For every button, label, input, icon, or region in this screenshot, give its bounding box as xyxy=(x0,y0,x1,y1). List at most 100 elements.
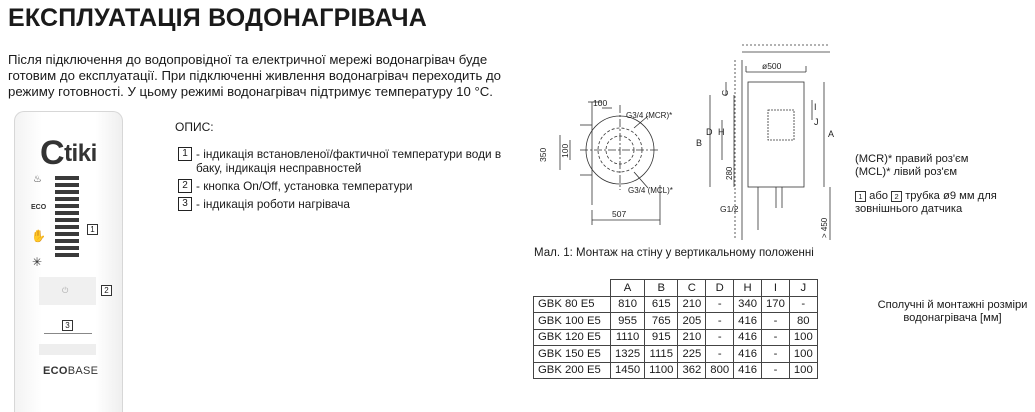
table-cell: 1325 xyxy=(609,345,646,363)
callout-1: 1 xyxy=(87,224,98,235)
table-cell: 100 xyxy=(788,328,818,346)
note-mcl: (MCL)* лівий роз'єм xyxy=(855,166,958,178)
eco-label: ECO xyxy=(31,204,47,211)
opis-heading: ОПИС: xyxy=(175,120,214,134)
table-cell: 205 xyxy=(677,312,707,330)
table-cell: 170 xyxy=(761,295,790,313)
table-cell: 1450 xyxy=(609,361,646,379)
legend-num: 2 xyxy=(178,179,192,193)
heater-indicator-line xyxy=(44,333,92,334)
table-cell: - xyxy=(705,295,735,313)
table-cell: 100 xyxy=(788,361,818,379)
legend-text: - індикація встановленої/фактичної темпе… xyxy=(196,147,502,175)
intro-paragraph: Після підключення до водопровідної та ел… xyxy=(8,52,502,99)
table-cell: 416 xyxy=(733,328,763,346)
callout-3: 3 xyxy=(62,320,73,331)
device-panel: Ctiki ♨ ECO ✋ ✳ 1 ⏻ 2 3 ECOBASE xyxy=(14,111,123,412)
figure-caption: Мал. 1: Монтаж на стіну у вертикальному … xyxy=(534,247,814,259)
legend-num: 3 xyxy=(178,197,192,211)
sensor-num-1: 1 xyxy=(855,191,866,202)
logo-text: tiki xyxy=(64,140,97,167)
table-cell: 1115 xyxy=(644,345,679,363)
top-view xyxy=(559,101,661,225)
connector-notes: (MCR)* правий роз'єм (MCL)* лівий роз'єм xyxy=(855,153,968,179)
table-cell: 225 xyxy=(677,345,707,363)
legend-item: 2 - кнопка On/Off, установка температури xyxy=(178,179,518,193)
dim-100-top: 100 xyxy=(593,98,607,108)
ecobase-brand: ECOBASE xyxy=(43,365,99,377)
header-cell: C xyxy=(677,279,707,297)
header-cell: J xyxy=(788,279,818,297)
table-cell: - xyxy=(705,328,735,346)
model-cell: GBK 80 E5 xyxy=(533,295,611,313)
table-cell: - xyxy=(761,361,790,379)
sensor-num-2: 2 xyxy=(891,191,903,202)
dim-100-side: 100 xyxy=(560,144,570,158)
dim-phi500: ø500 xyxy=(762,61,782,71)
table-cell: 416 xyxy=(733,312,763,330)
header-cell: I xyxy=(761,279,790,297)
dimensions-note: Сполучні й монтажні розміри водонагрівач… xyxy=(877,299,1028,324)
table-cell: - xyxy=(705,345,735,363)
legend-num: 1 xyxy=(178,147,192,161)
table-cell: - xyxy=(761,345,790,363)
table-cell: 362 xyxy=(677,361,707,379)
table-cell: 100 xyxy=(788,345,818,363)
callout-2: 2 xyxy=(101,285,112,296)
table-row: GBK 100 E5 955 765 205 - 416 - 80 xyxy=(533,312,818,330)
dim-i: I xyxy=(814,102,817,112)
table-cell: 1110 xyxy=(609,328,646,346)
table-cell: 800 xyxy=(705,361,735,379)
dim-350: 350 xyxy=(538,148,548,162)
table-row: GBK 150 E5 1325 1115 225 - 416 - 100 xyxy=(533,345,818,363)
legend-item: 3 - індикація роботи нагрівача xyxy=(178,197,518,211)
table-cell: - xyxy=(761,312,790,330)
table-header-row: A B C D H I J xyxy=(534,279,818,297)
tiki-logo: Ctiki xyxy=(40,134,97,172)
sensor-text: трубка ø9 мм для xyxy=(905,190,997,202)
heat-wave-icon: ♨ xyxy=(33,174,42,185)
heater-indicator xyxy=(39,344,96,355)
header-cell: A xyxy=(609,279,646,297)
table-cell: 80 xyxy=(788,312,818,330)
sensor-note: 1 або 2 трубка ø9 мм для зовнішнього дат… xyxy=(855,190,997,216)
dimensions-table: A B C D H I J GBK 80 E5 810 615 210 - 34… xyxy=(533,279,818,379)
page-title: ЕКСПЛУАТАЦІЯ ВОДОНАГРІВАЧА xyxy=(8,4,428,32)
table-cell: 416 xyxy=(733,345,763,363)
sensor-text-2: зовнішнього датчика xyxy=(855,203,963,215)
snowflake-icon: ✳ xyxy=(32,255,43,269)
dim-h: H xyxy=(718,127,725,137)
table-cell: 340 xyxy=(733,295,763,313)
table-cell: 810 xyxy=(609,295,646,313)
dim-j: J xyxy=(814,117,819,127)
side-view xyxy=(709,44,831,240)
table-cell: - xyxy=(705,312,735,330)
legend-text: - кнопка On/Off, установка температури xyxy=(196,179,413,193)
temperature-indicator-bars xyxy=(55,176,79,260)
table-cell: 615 xyxy=(644,295,679,313)
power-icon: ⏻ xyxy=(62,286,69,295)
table-cell: 210 xyxy=(677,328,707,346)
table-cell: 955 xyxy=(609,312,646,330)
dim-a: A xyxy=(828,129,834,139)
table-cell: 765 xyxy=(644,312,679,330)
table-cell: 915 xyxy=(644,328,679,346)
dim-c: C xyxy=(720,90,730,96)
legend-item: 1 - індикація встановленої/фактичної тем… xyxy=(178,147,518,175)
table-cell: 416 xyxy=(733,361,763,379)
table-cell: - xyxy=(761,328,790,346)
label-mcr: G3/4 (MCR)* xyxy=(626,111,672,120)
model-cell: GBK 150 E5 xyxy=(533,345,611,363)
sensor-or: або xyxy=(869,190,888,202)
dim-d: D xyxy=(706,127,713,137)
model-cell: GBK 200 E5 xyxy=(533,361,611,379)
onoff-button[interactable]: ⏻ xyxy=(39,277,96,305)
table-cell: 210 xyxy=(677,295,707,313)
table-row: GBK 120 E5 1110 915 210 - 416 - 100 xyxy=(533,328,818,346)
mounting-drawing: 100 G3/4 (MCR)* G3/4 (MCL)* 350 100 507 … xyxy=(538,44,834,240)
header-cell: H xyxy=(733,279,763,297)
header-cell: B xyxy=(644,279,679,297)
label-mcl: G3/4 (MCL)* xyxy=(628,186,673,195)
model-cell: GBK 120 E5 xyxy=(533,328,611,346)
dim-507: 507 xyxy=(612,209,626,219)
